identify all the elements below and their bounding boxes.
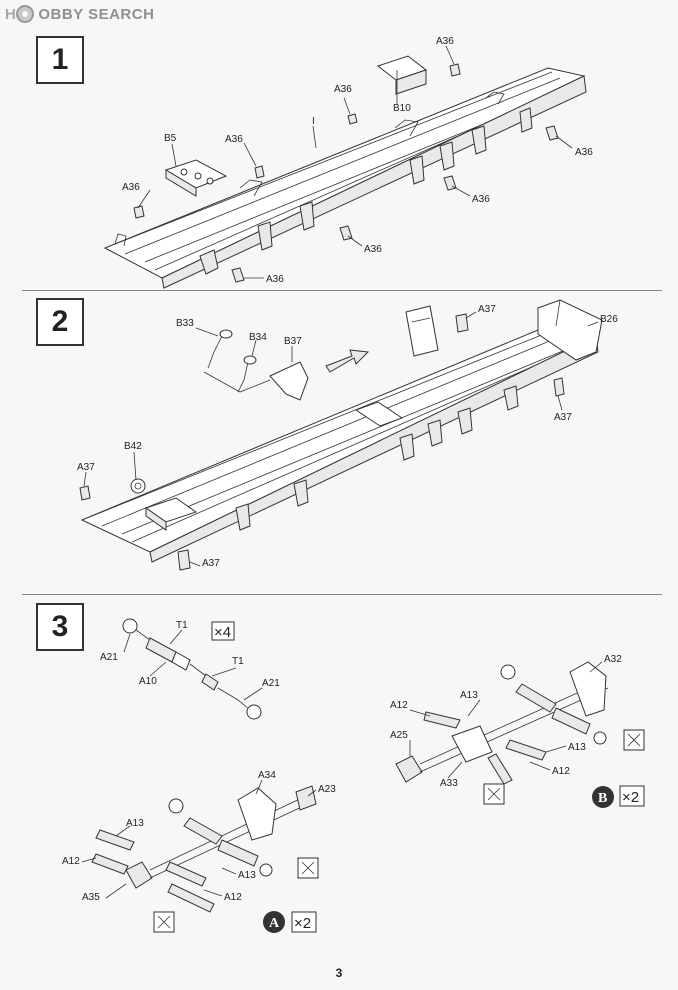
label-t1: T1 — [232, 656, 244, 667]
label-b34: B34 — [249, 332, 267, 343]
label-a12: A12 — [390, 700, 408, 711]
page-number: 3 — [335, 966, 343, 980]
label-a10: A10 — [139, 676, 157, 687]
label-a12: A12 — [62, 856, 80, 867]
label-a37: A37 — [77, 462, 95, 473]
label-a21: A21 — [262, 678, 280, 689]
label-a21: A21 — [100, 652, 118, 663]
label-a36: A36 — [266, 274, 284, 285]
step-2-chassis-frame: B33 B34 B37 B42 A37 A37 A37 B26 A37 — [77, 299, 618, 571]
label-a25: A25 — [390, 730, 408, 741]
label-a36: A36 — [225, 134, 243, 145]
label-a35: A35 — [82, 892, 100, 903]
label-b5: B5 — [164, 133, 177, 144]
label-a13: A13 — [238, 870, 256, 881]
sub-assembly-b-badge — [592, 786, 614, 808]
label-a37: A37 — [554, 412, 572, 423]
quantity-x2: ×2 — [294, 915, 311, 932]
label-a33: A33 — [440, 778, 458, 789]
sub-assembly-a: A34 A23 A13 A12 A35 A13 A12 A ×2 — [62, 770, 336, 933]
hobby-search-watermark: H OBBY SEARCH — [5, 4, 154, 24]
sub-assembly-a-letter: A — [269, 916, 280, 931]
label-a36: A36 — [364, 244, 382, 255]
label-t1: T1 — [176, 620, 188, 631]
label-a32: A32 — [604, 654, 622, 665]
quantity-x4: ×4 — [214, 624, 231, 641]
watermark-logo-icon — [16, 5, 35, 23]
label-b33: B33 — [176, 318, 194, 329]
label-a36: A36 — [472, 194, 490, 205]
label-b10: B10 — [393, 103, 411, 114]
step-3-drive-shaft: T1 T1 A21 A10 A21 ×4 — [100, 618, 280, 720]
label-a36: A36 — [436, 36, 454, 47]
label-a36: A36 — [122, 182, 140, 193]
label-a12: A12 — [552, 766, 570, 777]
label-b26: B26 — [600, 314, 618, 325]
label-a13: A13 — [568, 742, 586, 753]
label-a13: A13 — [460, 690, 478, 701]
step-2-number: 2 — [36, 298, 84, 346]
label-a23: A23 — [318, 784, 336, 795]
label-a13: A13 — [126, 818, 144, 829]
label-a37: A37 — [478, 304, 496, 315]
step-3-number: 3 — [36, 603, 84, 651]
label-b37: B37 — [284, 336, 302, 347]
quantity-box — [211, 621, 235, 641]
quantity-x2: ×2 — [622, 789, 639, 806]
label-a12: A12 — [224, 892, 242, 903]
sub-assembly-a-badge — [263, 911, 285, 933]
step-divider — [22, 594, 662, 595]
label-b42: B42 — [124, 441, 142, 452]
sub-assembly-b-letter: B — [598, 791, 607, 806]
label-a36: A36 — [575, 147, 593, 158]
step-1-number: 1 — [36, 36, 84, 84]
watermark-prefix: H — [5, 5, 17, 23]
step-divider — [22, 290, 662, 291]
label-frame: I — [312, 116, 315, 127]
step-1-chassis-frame: B5 B10 I A36 A36 A36 A36 A36 A36 A36 A36 — [103, 36, 593, 289]
watermark-text: OBBY SEARCH — [38, 5, 155, 23]
label-a34: A34 — [258, 770, 276, 781]
label-a36: A36 — [334, 84, 352, 95]
label-a37: A37 — [202, 558, 220, 569]
sub-assembly-b: A32 A13 A12 A25 A33 A13 A12 B ×2 — [390, 654, 645, 808]
